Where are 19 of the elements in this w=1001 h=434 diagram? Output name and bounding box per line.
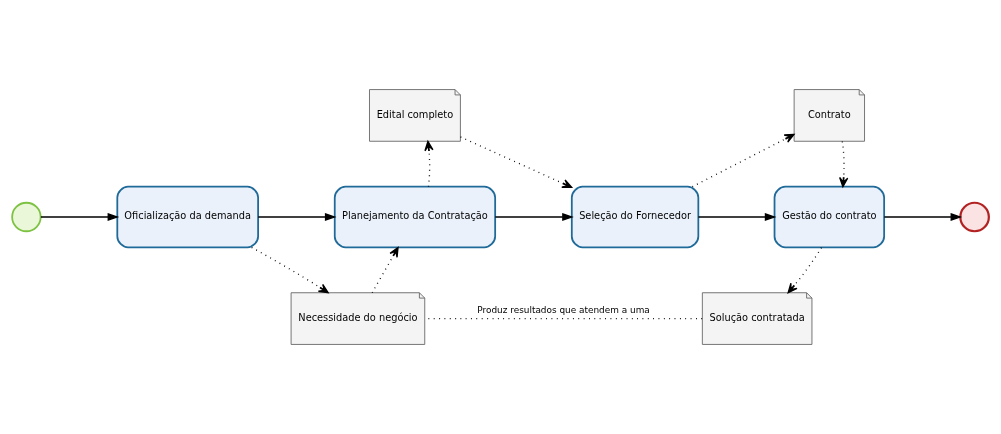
arrow <box>787 246 823 294</box>
edge-label: Produz resultados que atendem a uma <box>477 305 650 316</box>
node-box: Oficialização da demanda <box>116 185 259 249</box>
arrow <box>459 136 573 188</box>
arrow <box>691 133 795 188</box>
arrow <box>494 212 574 222</box>
node-circle <box>959 201 990 233</box>
arrow <box>257 212 337 222</box>
node-box: Planejamento da Contratação <box>333 185 497 249</box>
node-box: Gestão do contrato <box>773 185 886 249</box>
arrow <box>839 140 849 188</box>
arrow <box>371 246 399 294</box>
node-box: Seleção do Fornecedor <box>570 185 700 249</box>
arrow <box>250 246 329 294</box>
node-circle <box>11 201 42 233</box>
arrow <box>424 140 434 188</box>
arrow <box>883 212 963 222</box>
arrow <box>40 212 120 222</box>
arrow <box>697 212 777 222</box>
